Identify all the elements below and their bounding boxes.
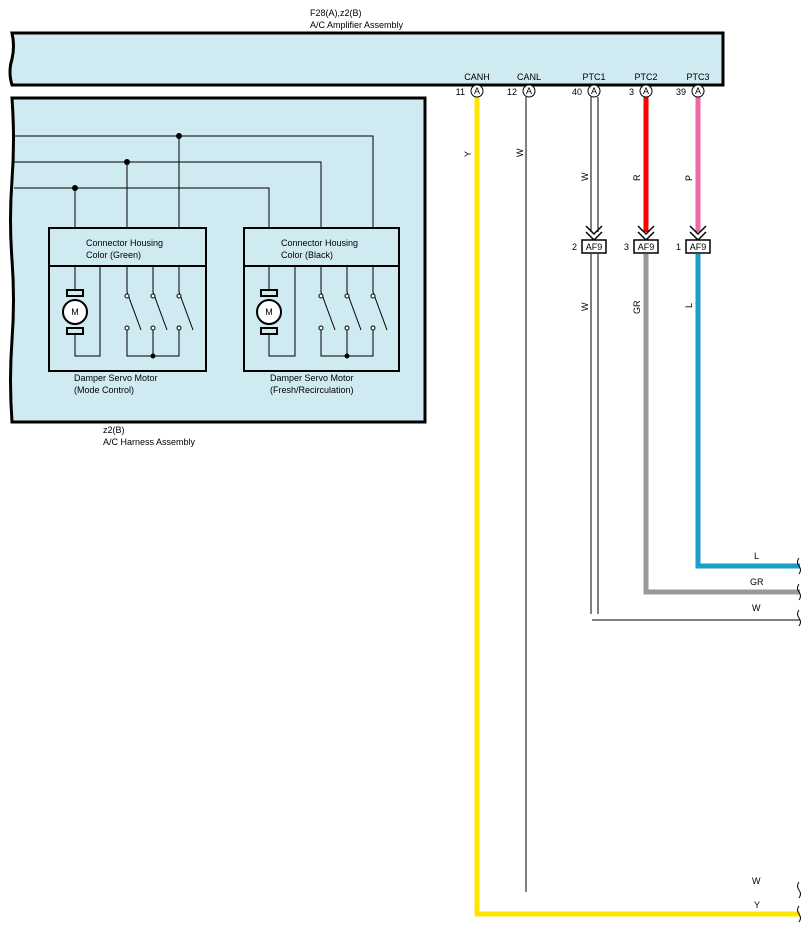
pin-number: 11: [456, 87, 465, 97]
harness-code: z2(B): [103, 425, 125, 435]
harness-junctions: [72, 133, 182, 191]
pin-name-ptc3: PTC3: [686, 72, 709, 82]
wire-label-gr: GR: [632, 300, 642, 314]
exit-label-l: L: [754, 551, 759, 561]
motor-symbol: M: [71, 307, 79, 317]
exit-label-gr: GR: [750, 577, 764, 587]
amplifier-code: F28(A),z2(B): [310, 8, 362, 18]
pin-number: 39: [676, 87, 686, 97]
motor-name-line1: Damper Servo Motor: [270, 373, 354, 383]
af9-pin: 1: [676, 242, 681, 252]
motor-name-line2: (Fresh/Recirculation): [270, 385, 354, 395]
wire-color-labels-upper: Y W W R P: [463, 148, 694, 181]
pin-conn-letter: A: [643, 86, 649, 96]
af9-connectors: AF9 AF9 AF9 2 3 1: [572, 225, 711, 254]
pin-name-ptc1: PTC1: [582, 72, 605, 82]
af9-pin: 3: [624, 242, 629, 252]
af9-label: AF9: [690, 242, 707, 252]
housing-line2: Color (Black): [281, 250, 333, 260]
exit-label-y: Y: [754, 900, 760, 910]
wire-label-r: R: [632, 174, 642, 181]
harness-name: A/C Harness Assembly: [103, 437, 196, 447]
pin-conn-letter: A: [474, 86, 480, 96]
af9-pin: 2: [572, 242, 577, 252]
exit-labels: L GR W W Y: [750, 551, 764, 910]
motor-unit-fresh-recirc: Connector Housing Color (Black) M: [243, 227, 400, 372]
wire-label-w: W: [515, 148, 525, 157]
wire-color-labels-lower: W GR L: [580, 300, 694, 314]
pin-conn-letter: A: [526, 86, 532, 96]
exit-label-w: W: [752, 603, 761, 613]
motor-unit-mode: Connector Housing Color (Green) M: [48, 227, 207, 372]
wire-ptc3-blue: [695, 254, 800, 569]
pin-conn-letter: A: [695, 86, 701, 96]
motor-icon: M: [62, 289, 88, 335]
housing-line1: Connector Housing: [86, 238, 163, 248]
motor-name-line1: Damper Servo Motor: [74, 373, 158, 383]
break-marks: [797, 557, 801, 923]
pin-name-canl: CANL: [517, 72, 541, 82]
wire-label-y: Y: [463, 151, 473, 157]
wire-label-p: P: [684, 175, 694, 181]
harness-panel: [9, 96, 427, 424]
wire-label-w: W: [580, 172, 590, 181]
pin-name-canh: CANH: [464, 72, 490, 82]
pin-number: 12: [507, 87, 517, 97]
motor-icon: M: [256, 289, 282, 335]
af9-label: AF9: [586, 242, 603, 252]
pin-number: 3: [629, 87, 634, 97]
pin-name-ptc2: PTC2: [634, 72, 657, 82]
motor-symbol: M: [265, 307, 273, 317]
wire-canh: [474, 97, 800, 917]
amplifier-box: [8, 31, 725, 87]
af9-label: AF9: [638, 242, 655, 252]
housing-line1: Connector Housing: [281, 238, 358, 248]
wire-ptc1: [590, 97, 800, 621]
pin-connectors: 11 12 40 3 39 A A A A A: [456, 84, 705, 98]
wire-label-w: W: [580, 302, 590, 311]
wire-ptc2-grey: [643, 254, 800, 595]
motor-name-line2: (Mode Control): [74, 385, 134, 395]
amplifier-name: A/C Amplifier Assembly: [310, 20, 404, 30]
harness-wires: [14, 135, 374, 228]
wire-label-l: L: [684, 303, 694, 308]
pin-number: 40: [572, 87, 582, 97]
pin-conn-letter: A: [591, 86, 597, 96]
exit-label-w: W: [752, 876, 761, 886]
housing-line2: Color (Green): [86, 250, 141, 260]
